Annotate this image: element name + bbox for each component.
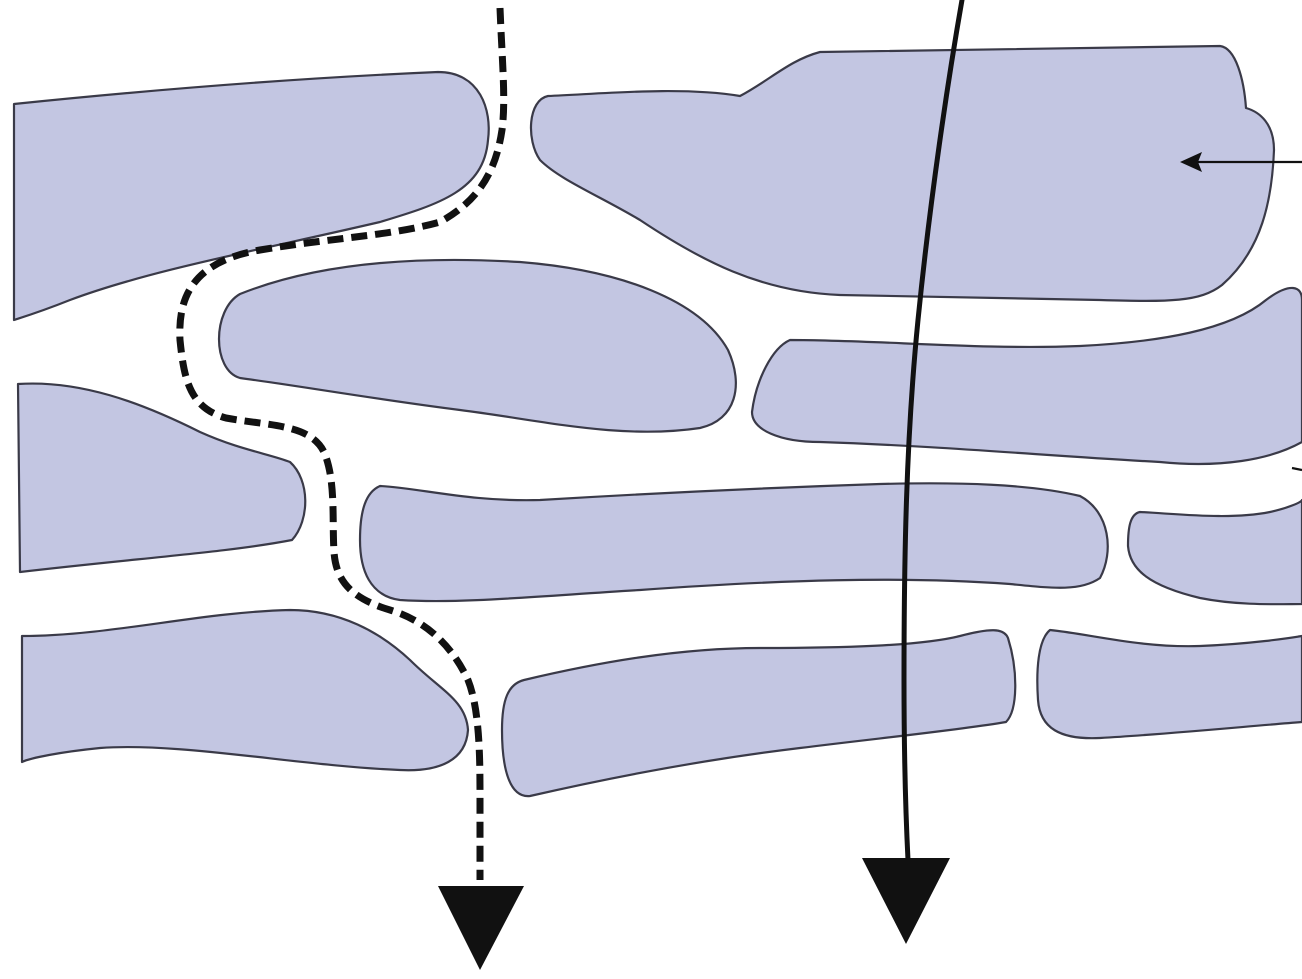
cell-layer2-right (752, 288, 1302, 464)
dashed-route-arrowhead (438, 886, 524, 970)
cell-layer2-left (219, 260, 736, 432)
cell-layer3-middle (360, 483, 1108, 601)
solid-route-arrowhead (862, 858, 950, 944)
cell-layer4-left (22, 610, 468, 770)
cell-layer1-right (531, 46, 1274, 301)
cell-layer3-right (1128, 500, 1302, 604)
cell-layer4-middle (502, 630, 1015, 796)
edge-mark (1292, 468, 1302, 470)
cell-layer3-left (18, 384, 305, 572)
cell-layer4-right (1037, 630, 1302, 738)
